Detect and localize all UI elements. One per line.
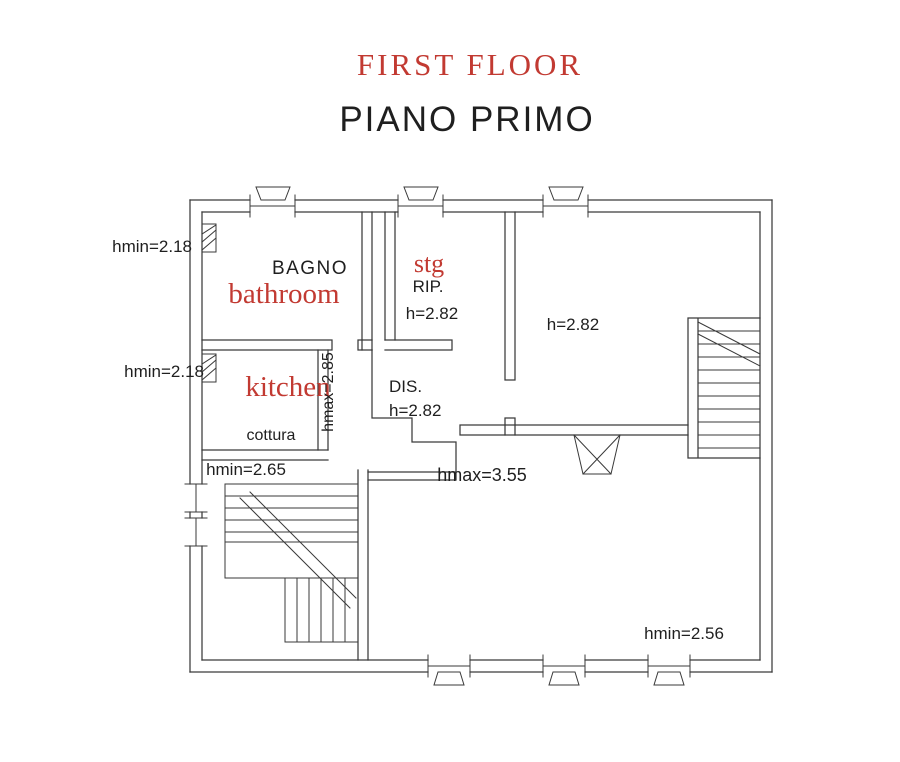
room-label-dis: DIS.	[389, 377, 422, 396]
left-staircase-lower-flight	[284, 577, 359, 643]
right-staircase-treads	[697, 330, 761, 449]
kitchen-right-wall	[317, 349, 329, 451]
hatch-mark-mid	[201, 353, 217, 383]
plan-labels: FIRST FLOOR PIANO PRIMO hmin=2.18 hmin=2…	[112, 47, 724, 643]
left-staircase-landing	[224, 541, 359, 579]
dim-h-282-main: h=2.82	[547, 315, 599, 334]
fireplace-symbol	[573, 434, 621, 475]
left-staircase-treads	[224, 483, 359, 543]
dim-h-282-rip: h=2.82	[406, 304, 458, 323]
annotation-kitchen: kitchen	[245, 371, 331, 403]
hatch-marks	[201, 223, 217, 383]
fireplace-cross	[573, 434, 621, 475]
fireplace-outline	[573, 434, 621, 475]
hatch-mark-top	[201, 223, 217, 253]
annotation-bathroom: bathroom	[228, 278, 340, 310]
storage-left-wall	[384, 211, 396, 341]
left-staircase	[224, 483, 359, 643]
stairwell-wall	[357, 469, 369, 661]
page-subtitle: PIANO PRIMO	[339, 100, 594, 139]
right-staircase-break-lines	[697, 321, 761, 367]
central-wall	[504, 211, 516, 436]
dim-h-282-dis: h=2.82	[389, 401, 441, 420]
bathroom-bottom-wall	[201, 339, 373, 351]
flue-symbol-top	[255, 186, 584, 201]
bathroom-right-wall	[361, 211, 373, 351]
window-symbols	[184, 194, 691, 678]
left-staircase-break-lines	[239, 491, 357, 609]
hallway-steps	[367, 349, 457, 481]
right-staircase	[687, 317, 761, 459]
dim-hmin-218-top: hmin=2.18	[112, 237, 192, 256]
dim-hmax-355: hmax=3.55	[437, 465, 527, 485]
outer-walls	[189, 199, 773, 673]
room-label-cottura: cottura	[247, 427, 296, 444]
interior-walls	[201, 211, 689, 661]
dim-hmin-265: hmin=2.65	[206, 460, 286, 479]
annotation-stg: stg	[414, 249, 444, 278]
dim-hmin-218-mid: hmin=2.18	[124, 362, 204, 381]
kitchen-bottom-wall	[201, 449, 329, 461]
dim-hmax-285: hmax=2.85	[320, 352, 337, 432]
room-label-bagno: BAGNO	[272, 258, 348, 279]
flue-symbol-bottom	[433, 671, 685, 686]
page-title: FIRST FLOOR	[357, 47, 583, 82]
flue-symbols	[255, 186, 685, 686]
right-staircase-enclosure	[687, 317, 761, 459]
dim-hmin-256: hmin=2.56	[644, 624, 724, 643]
room-label-rip: RIP.	[413, 277, 444, 296]
storage-bottom-wall	[384, 339, 453, 351]
main-room-bottom-wall	[459, 424, 689, 436]
